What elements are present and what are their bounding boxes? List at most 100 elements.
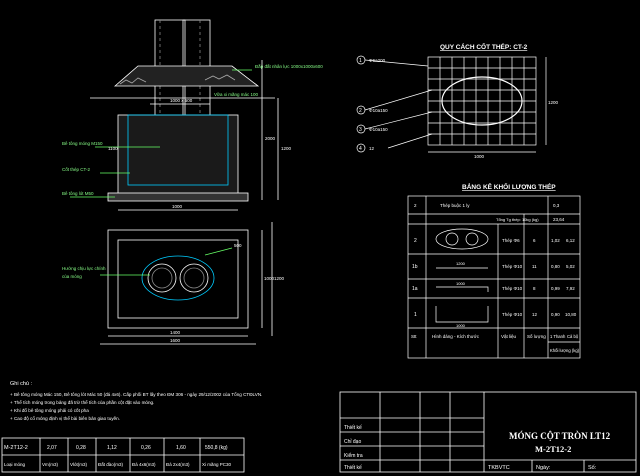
quantity-cement: 550,8 (kg)	[205, 445, 228, 451]
quantity-table-grid	[1, 437, 245, 473]
footer-tkbvtc: TKBVTC	[488, 465, 510, 471]
pole-inner-left	[151, 267, 173, 289]
pole-circle-left	[147, 263, 177, 293]
dim-plan-h1-text: 1000	[264, 276, 275, 281]
title-row-label-2: Chỉ đạo	[344, 438, 361, 445]
steel-row-len: 1,02	[551, 238, 560, 243]
steel-row-len: 0,90	[551, 312, 560, 317]
quantity-header-vm: Vm(m3)	[42, 462, 58, 467]
quantity-header-dat: Đất đào(m3)	[98, 462, 124, 467]
label-soil-fill: Đắp đất nhân lực 1000x1000x600	[255, 63, 323, 69]
steel-row-mass: 7,92	[566, 286, 575, 291]
label-direction-1: Hướng chịu lực chính	[62, 266, 106, 271]
steel-header-no: 2	[414, 203, 417, 208]
shape-ring	[435, 228, 489, 250]
quantity-dat: 1,12	[107, 445, 117, 451]
steel-footer-len: 1 Thanh	[550, 334, 566, 339]
plan-outer	[107, 229, 249, 329]
rebar-spec-title: QUY CÁCH CỐT THÉP: CT-2	[440, 41, 528, 51]
steel-footer-mass-title: Khối lượng (kg)	[550, 348, 580, 353]
marker-text-4: 12	[369, 146, 375, 151]
marker-text-1: Φ6a200	[369, 58, 386, 63]
marker-id-4: 4	[359, 146, 362, 152]
steel-row-dim: 1000	[456, 281, 466, 286]
rebar-markers	[356, 55, 433, 153]
steel-footer-mass: Cả bộ	[567, 334, 579, 339]
shape-pole-r	[465, 232, 479, 246]
steel-header-name: Thép buộc 1 ly	[440, 203, 470, 208]
quantity-header-da46: Đá 4x6(m3)	[132, 462, 156, 467]
shape-bar-1	[435, 306, 489, 323]
plan-inner	[117, 239, 239, 319]
rebar-grid-ring	[441, 76, 523, 126]
dim-top-width: 1000 x 500	[170, 98, 193, 103]
steel-row-no: 1a	[412, 286, 418, 292]
steel-row-type: Thép Φ6	[502, 238, 520, 243]
steel-row-2: 2 Thép Φ6 6 1,02 6,12	[414, 238, 575, 244]
note-line-4: + Cao độ cổ móng định vị thể bài biên bả…	[10, 415, 120, 421]
quantity-vm: 2,07	[47, 445, 57, 451]
note-line-3: + Khi đổ bê tông móng phải có cốt pha	[10, 407, 89, 413]
dim-rebar-height: 1200	[548, 100, 559, 105]
drawing-title-line1: MÓNG CỘT TRÒN LT12	[509, 431, 611, 441]
title-row-label-1: Thiết kế	[344, 425, 362, 431]
soil-hatch	[119, 74, 236, 85]
dim-pole: 500	[234, 243, 242, 248]
quantity-vlot: 0,28	[76, 445, 86, 451]
dim-depth: 1200	[281, 146, 292, 151]
steel-footer-count: Số lượng	[527, 334, 546, 339]
marker-id-1: 1	[359, 58, 362, 64]
steel-row-dim: 1200	[456, 261, 466, 266]
label-direction-2: của móng	[62, 273, 82, 279]
plan-rebar-ring	[141, 255, 215, 301]
label-rebar: Cốt thép CT-2	[62, 167, 91, 172]
marker-id-2: 2	[359, 108, 362, 114]
steel-row-mass: 10,80	[565, 312, 577, 317]
section-view	[70, 19, 279, 211]
steel-row-1a: 1a Thép Φ10 8 0,99 7,92 1000	[412, 281, 575, 292]
dim-bottom-width: 1000	[172, 204, 183, 209]
shape-pole-l	[445, 232, 459, 246]
title-row-label-3: Kiểm tra	[344, 452, 363, 459]
plan-view	[100, 222, 273, 345]
rebar-grid	[427, 56, 547, 153]
leader-pole-dim	[204, 247, 233, 256]
drawing-title-line2: M-2T12-2	[535, 444, 571, 454]
steel-footer-shape: Hình dáng - Kích thước	[432, 334, 480, 339]
steel-table-frame	[407, 195, 581, 359]
title-row-label-4: Thiết kế	[344, 465, 362, 471]
foundation-block	[117, 114, 239, 196]
rebar-grid-horizontal	[428, 67, 536, 135]
steel-row-no: 2	[414, 238, 417, 244]
rebar-cage	[127, 114, 229, 186]
marker-id-3: 3	[359, 127, 362, 133]
marker-text-2: Φ10a150	[369, 108, 388, 113]
note-line-2: + Thể tích móng trong bảng đã trừ thể tí…	[10, 399, 154, 405]
dim-plan-inner-text: 1400	[170, 330, 181, 335]
dim-left-depth: 1100	[108, 146, 118, 151]
steel-row-len: 0,99	[551, 286, 560, 291]
pole-inner-right	[183, 267, 205, 289]
label-cement: Vữa xi măng mác 100	[214, 92, 259, 97]
marker-leader-1	[364, 59, 429, 67]
dim-height-total: 2000	[265, 136, 276, 141]
quantity-header-da24: Đá 2x4(m3)	[166, 462, 190, 467]
quantity-header-type: Loại móng	[4, 462, 26, 467]
steel-row-1b: 1b Thép Φ10 11 0,80 5,02 1200	[412, 261, 575, 270]
soil-mound	[113, 65, 260, 87]
steel-footer-diam: Vật liệu	[501, 334, 517, 339]
footer-no: Số:	[588, 465, 597, 471]
steel-header-val: 0,3	[553, 203, 560, 208]
dim-plan-h2-text: 1200	[274, 276, 285, 281]
notes-title: Ghi chú :	[10, 381, 32, 387]
title-block-grid	[339, 391, 637, 473]
pole-circle-right	[179, 263, 209, 293]
steel-table-title: BẢNG KÊ KHỐI LƯỢNG THÉP	[462, 181, 556, 191]
steel-table-grid	[407, 195, 581, 359]
steel-footer-no: Stt	[411, 334, 417, 339]
steel-row-mass: 6,12	[566, 238, 575, 243]
steel-row-type: Thép Φ10	[502, 286, 523, 291]
steel-subheader: Tổng Tg thép: 10kg (kg)	[496, 217, 539, 222]
note-line-1: + Bê tông móng Mác 150, Bê tông lót Mác …	[10, 391, 262, 397]
